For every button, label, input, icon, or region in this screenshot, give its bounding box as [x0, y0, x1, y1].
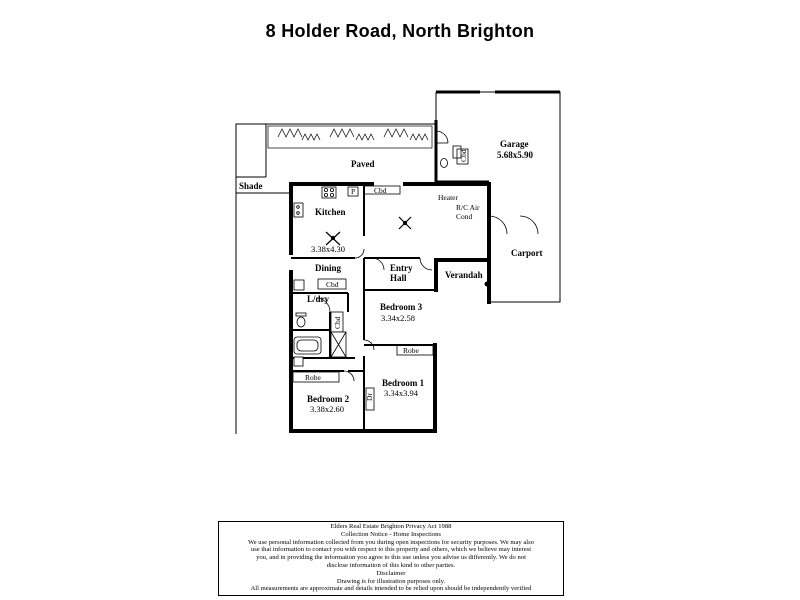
notice-line-4: disclose information of this kind to oth… [326, 561, 456, 569]
bedroom3-dims: 3.34x2.58 [381, 313, 415, 323]
privacy-notice-box: Elders Real Estate Brighton Privacy Act … [218, 521, 564, 596]
notice-subheader: Collection Notice - Home Inspections [341, 530, 441, 538]
robe-label-bedroom1: Robe [403, 346, 420, 355]
kitchen-label: Kitchen [315, 207, 346, 217]
bedroom2-label: Bedroom 2 [307, 394, 350, 404]
notice-line-1: We use personal information collected fr… [248, 538, 534, 546]
bedroom2-dims: 3.38x2.60 [310, 404, 344, 414]
hedge [267, 125, 433, 149]
notice-line-3: you, and in providing the information yo… [256, 554, 526, 562]
carport-label: Carport [511, 248, 543, 258]
kitchen-dims: 3.38x4.30 [311, 244, 345, 254]
heater-label: Heater [438, 193, 458, 202]
cbd-label-garage: Cbd [459, 149, 468, 162]
paved-label: Paved [351, 159, 375, 169]
cbd-label-hall: Cbd [374, 186, 387, 195]
shade-label: Shade [239, 181, 263, 191]
floor-plan: Garage 5.68x5.90 Carport Paved Shade Kit… [235, 90, 561, 434]
hall-label: Hall [390, 273, 407, 283]
garage-dims: 5.68x5.90 [497, 150, 534, 160]
p-label-pantry: P [351, 187, 355, 196]
door-swings [315, 130, 539, 382]
disclaimer-line-2: All measurements are approximate and det… [250, 585, 532, 593]
disclaimer-title: Disclaimer [376, 569, 406, 577]
cbd-label-laundry: Cbd [326, 280, 339, 289]
garage-label: Garage [500, 139, 529, 149]
verandah-post [484, 281, 490, 287]
cbd-label-bath: Cbd [333, 316, 342, 329]
bedroom1-label: Bedroom 1 [382, 378, 425, 388]
ceiling-fan-icon [325, 231, 341, 246]
notice-header: Elders Real Estate Brighton Privacy Act … [330, 523, 452, 530]
rc-air-label: R/C Air [456, 203, 480, 212]
rc-cond-label: Cond [456, 212, 473, 221]
fixtures [293, 145, 462, 367]
garage-walls [434, 90, 560, 184]
dining-label: Dining [315, 263, 342, 273]
ceiling-fan-icon [398, 216, 412, 230]
disclaimer-line-1: Drawing is for illustration purposes onl… [336, 577, 446, 585]
notice-line-2: use that information to contact you with… [250, 546, 532, 554]
bedroom3-label: Bedroom 3 [380, 302, 423, 312]
robe-label-bedroom2: Robe [305, 373, 322, 382]
robe-boxes [292, 148, 469, 411]
bedroom1-dims: 3.34x3.94 [384, 388, 419, 398]
laundry-label: L/dry [307, 294, 330, 304]
dr-label: Dr [365, 393, 374, 401]
entry-label: Entry [390, 263, 413, 273]
verandah-label: Verandah [445, 270, 483, 280]
plan-title: 8 Holder Road, North Brighton [265, 21, 535, 41]
